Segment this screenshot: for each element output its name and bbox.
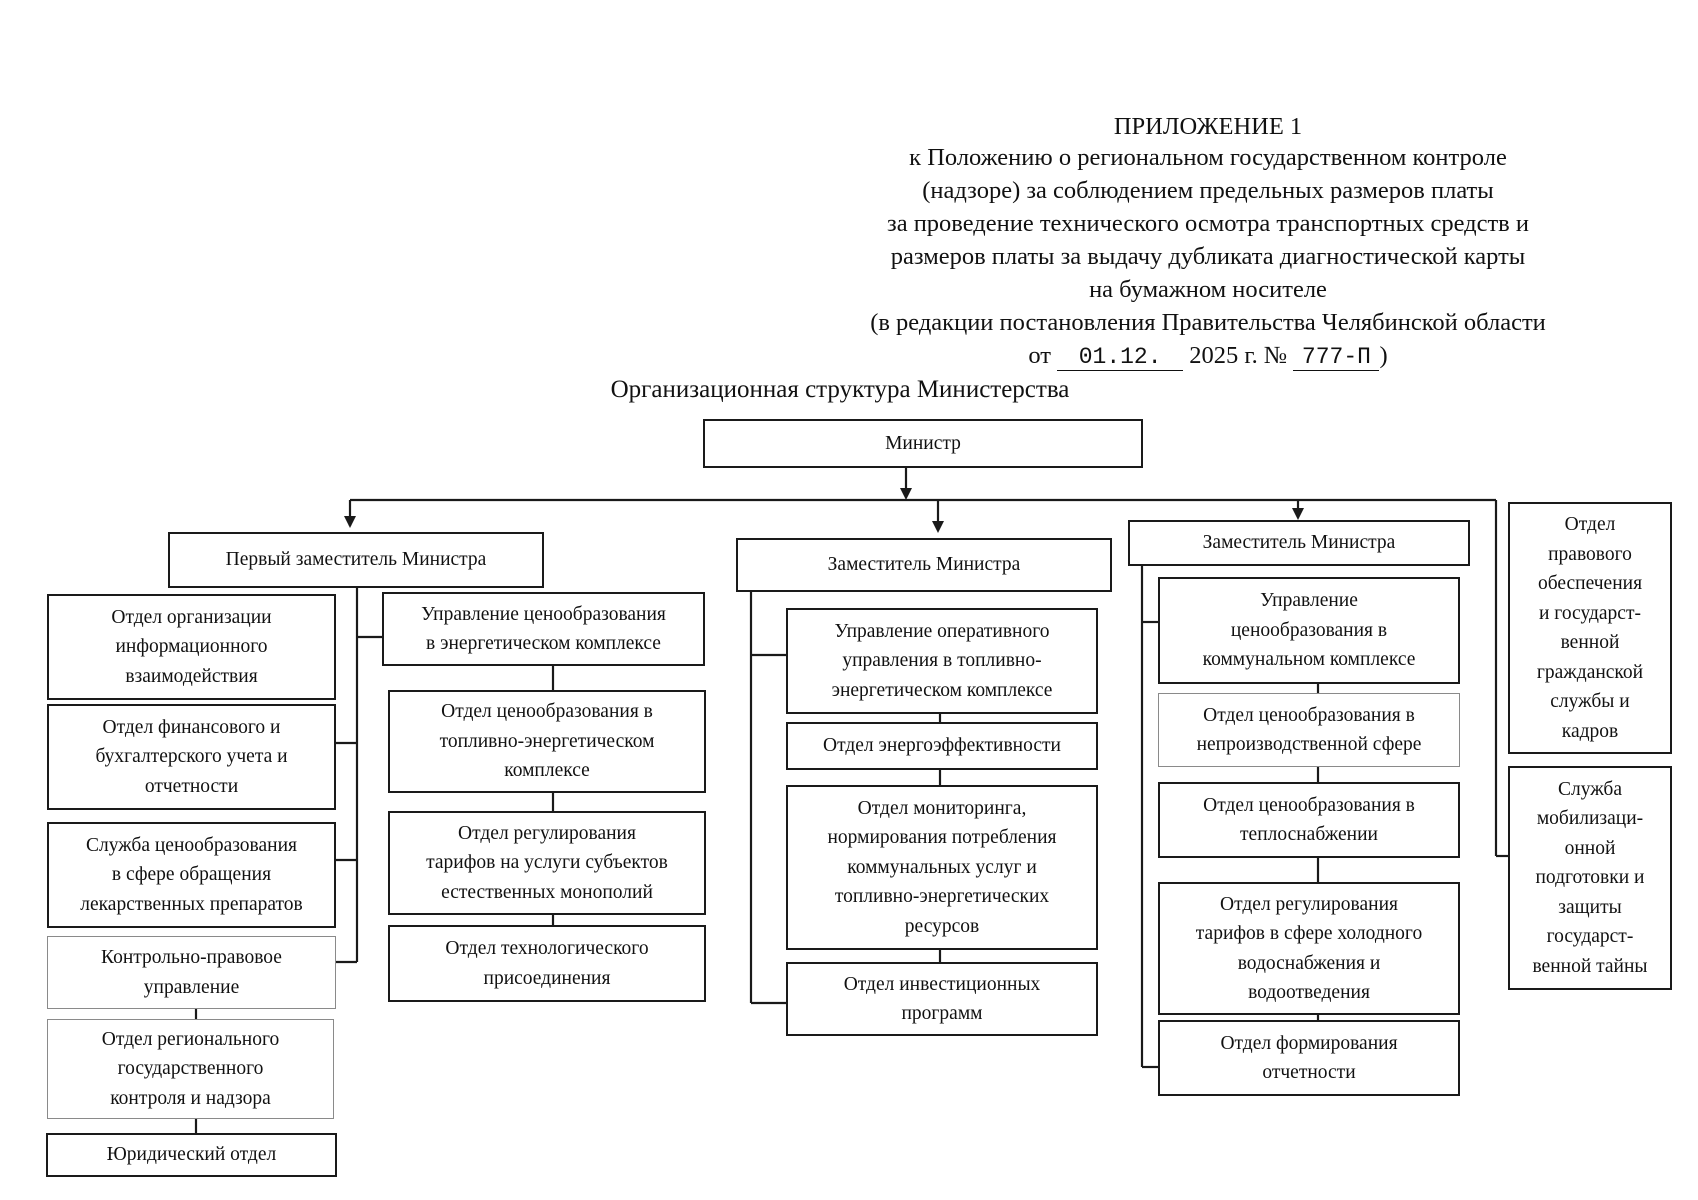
directorate-operational-fuel-energy: Управление оперативного управления в топ…: [786, 608, 1098, 714]
directorate-energy-pricing: Управление ценообразования в энергетичес…: [382, 592, 705, 666]
dept-legal-civil-service: Отдел правового обеспечения и государст-…: [1508, 502, 1672, 754]
header-line-1: к Положению о региональном государственн…: [909, 144, 1507, 171]
date-value: 01.12.: [1057, 344, 1184, 371]
service-drug-pricing: Служба ценообразования в сфере обращения…: [47, 822, 336, 928]
date-prefix: от: [1028, 342, 1052, 369]
year-text: 2025 г. №: [1189, 342, 1288, 369]
deputy-minister-b-box: Заместитель Министра: [1128, 520, 1470, 566]
dept-heat-supply-pricing: Отдел ценообразования в теплоснабжении: [1158, 782, 1460, 858]
dept-fuel-energy-pricing: Отдел ценообразования в топливно-энергет…: [388, 690, 706, 793]
header-line-4: размеров платы за выдачу дубликата диагн…: [890, 243, 1526, 270]
resolution-date-line: от 01.12. 2025 г. № 777-П): [828, 339, 1588, 372]
dept-reporting: Отдел формирования отчетности: [1158, 1020, 1460, 1096]
header-line-6: (в редакции постановления Правительства …: [870, 309, 1546, 336]
dept-utility-consumption-monitoring: Отдел мониторинга, нормирования потребле…: [786, 785, 1098, 950]
appendix-title: ПРИЛОЖЕНИЕ 1: [1113, 113, 1303, 140]
dept-finance-accounting: Отдел финансового и бухгалтерского учета…: [47, 704, 336, 810]
control-legal-directorate: Контрольно-правовое управление: [47, 936, 336, 1009]
dept-nonproduction-pricing: Отдел ценообразования в непроизводственн…: [1158, 693, 1460, 767]
dept-tech-connection: Отдел технологического присоединения: [388, 925, 706, 1002]
legal-department: Юридический отдел: [46, 1133, 337, 1177]
closing-paren: ): [1379, 342, 1388, 369]
service-mobilization-secrecy: Служба мобилизаци- онной подготовки и за…: [1508, 766, 1672, 990]
dept-water-tariffs: Отдел регулирования тарифов в сфере холо…: [1158, 882, 1460, 1015]
dept-info-interaction: Отдел организации информационного взаимо…: [47, 594, 336, 700]
minister-box: Министр: [703, 419, 1143, 468]
header-line-2: (надзоре) за соблюдением предельных разм…: [922, 177, 1494, 204]
deputy-minister-a-box: Заместитель Министра: [736, 538, 1112, 592]
header-line-5: на бумажном носителе: [1089, 276, 1327, 303]
first-deputy-box: Первый заместитель Министра: [168, 532, 544, 588]
resolution-number: 777-П: [1293, 344, 1380, 371]
directorate-communal-pricing: Управление ценообразования в коммунально…: [1158, 577, 1460, 684]
dept-regional-control: Отдел регионального государственного кон…: [47, 1019, 334, 1119]
structure-title: Организационная структура Министерства: [610, 376, 1070, 403]
header-line-3: за проведение технического осмотра транс…: [887, 210, 1529, 237]
dept-energy-efficiency: Отдел энергоэффективности: [786, 722, 1098, 770]
dept-monopoly-tariffs: Отдел регулирования тарифов на услуги су…: [388, 811, 706, 915]
dept-investment-programs: Отдел инвестиционных программ: [786, 962, 1098, 1036]
